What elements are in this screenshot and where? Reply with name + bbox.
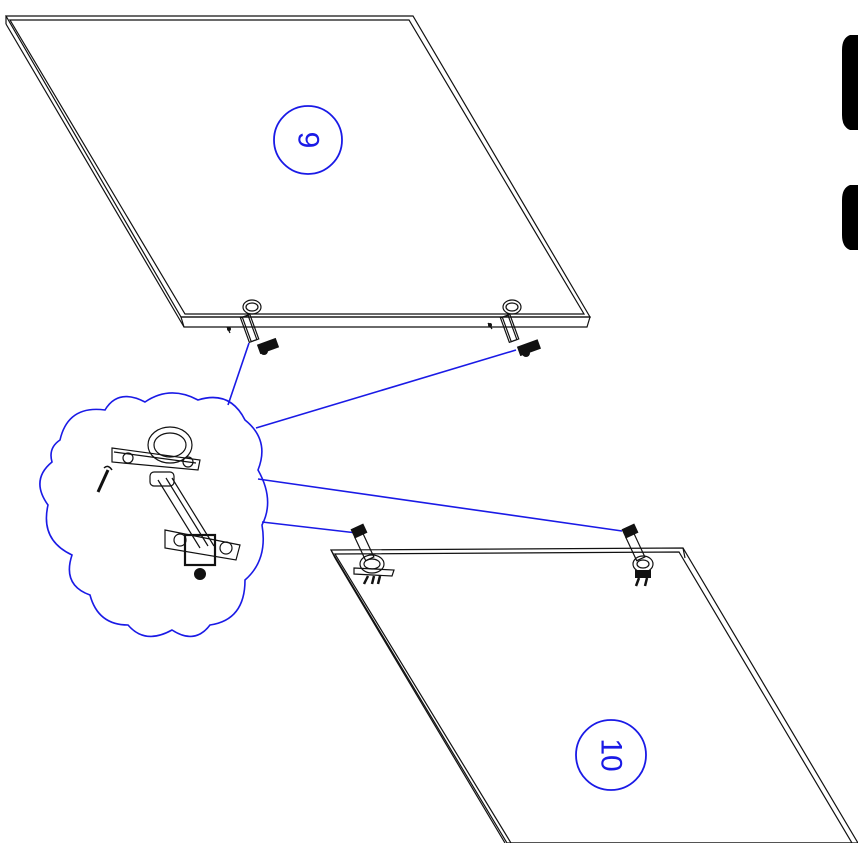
edge-tab-bottom (842, 185, 858, 250)
panel-9-label: 9 (292, 132, 325, 149)
panel-9: 9 (4, 15, 592, 328)
panel-10-label-circle (575, 719, 647, 791)
panel-10-label: 10 (595, 738, 628, 771)
hinge-icon (350, 523, 395, 585)
hinge-icon (621, 523, 654, 587)
screw-icon (96, 465, 113, 493)
hinge-icon (226, 299, 280, 355)
hinge-icon (487, 299, 541, 357)
edge-tab-top (842, 35, 858, 130)
panel-10: 10 (329, 547, 858, 843)
callout-lines (227, 342, 623, 534)
detail-cloud-icon (39, 392, 269, 638)
panel-9-label-circle (273, 105, 343, 175)
